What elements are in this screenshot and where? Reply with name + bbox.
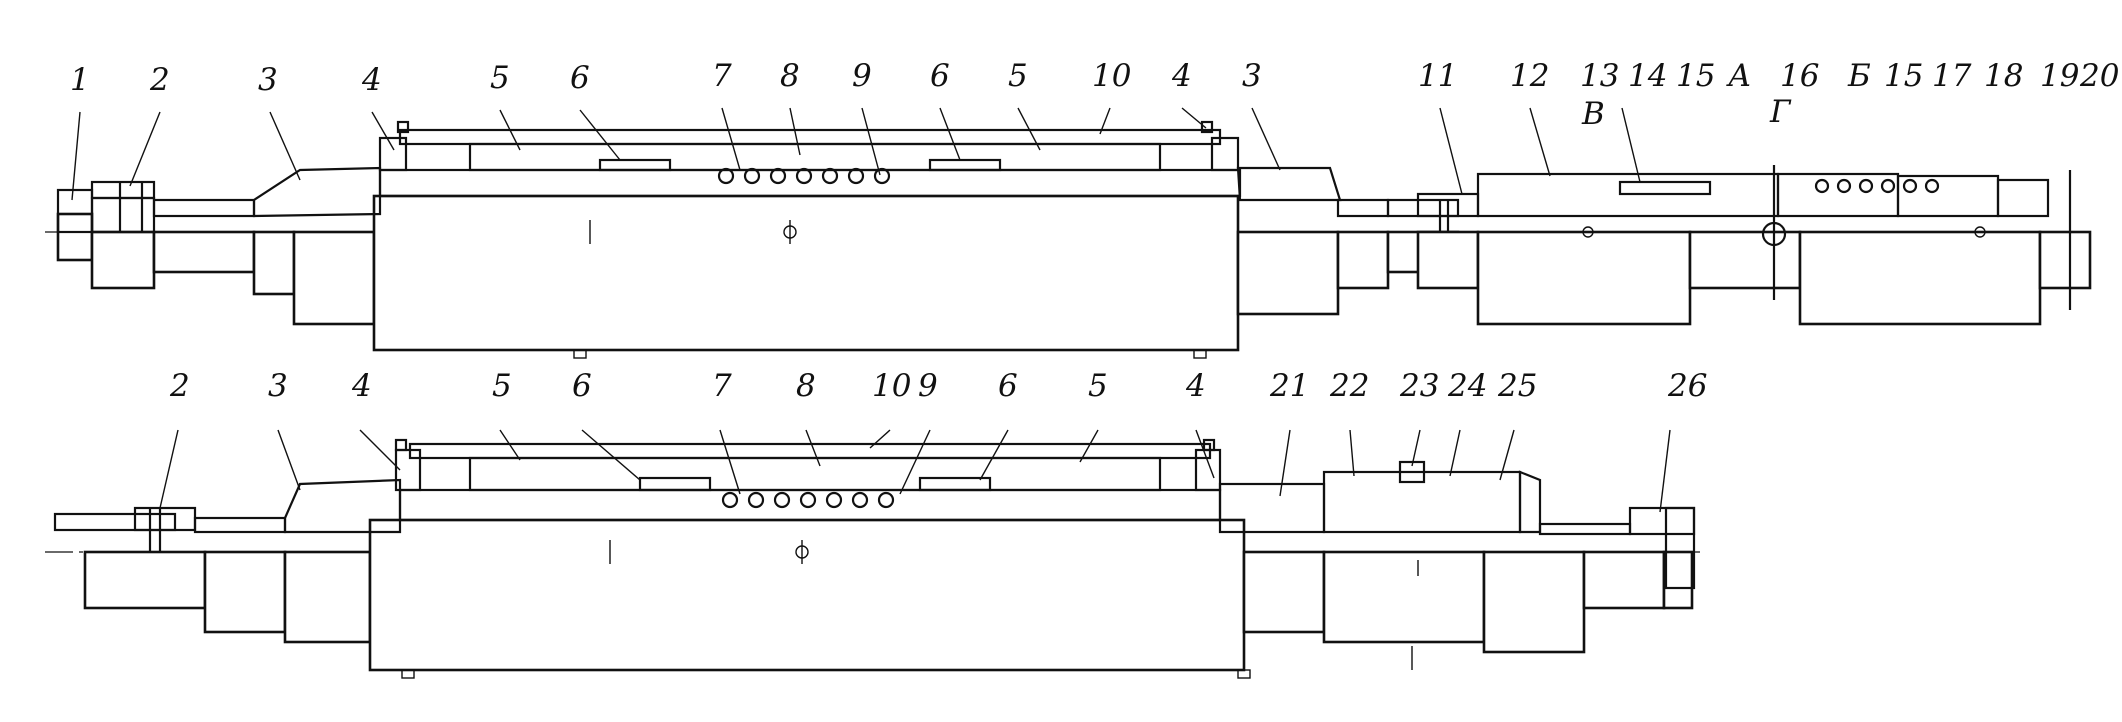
label-B: Б [1847, 58, 1871, 94]
top-leader-lines [71, 107, 1641, 201]
label-7: 7 [712, 368, 732, 404]
label-V: В [1581, 96, 1605, 132]
label-13: 13 [1580, 58, 1619, 94]
label-18: 18 [1984, 58, 2023, 94]
label-15b: 15 [1884, 58, 1923, 94]
label-20: 20 [2079, 58, 2119, 94]
label-4: 4 [361, 62, 382, 98]
label-2: 2 [169, 368, 190, 404]
label-14: 14 [1628, 58, 1667, 94]
label-8: 8 [796, 368, 816, 404]
label-A: А [1726, 58, 1751, 94]
label-17: 17 [1932, 58, 1972, 94]
top-labels: 1 2 3 4 5 6 7 8 9 6 5 10 4 3 11 12 13 14… [70, 58, 2119, 132]
label-11: 11 [1418, 58, 1457, 94]
label-22: 22 [1329, 368, 1369, 404]
label-4b: 4 [1185, 368, 1206, 404]
label-4: 4 [351, 368, 372, 404]
label-5b: 5 [1008, 58, 1028, 94]
label-9: 9 [852, 58, 872, 94]
label-5: 5 [490, 60, 510, 96]
bottom-outline [83, 518, 1694, 679]
bottom-assembly: 2 3 4 5 6 7 8 10 9 6 5 4 21 22 23 24 25 … [45, 368, 1707, 679]
label-1: 1 [70, 62, 90, 98]
label-12: 12 [1510, 58, 1549, 94]
bottom-labels: 2 3 4 5 6 7 8 10 9 6 5 4 21 22 23 24 25 … [169, 368, 1707, 404]
label-3: 3 [258, 62, 278, 98]
label-6b: 6 [930, 58, 950, 94]
top-left-outline [56, 194, 1460, 359]
bottom-section [53, 438, 1696, 590]
top-spring [717, 167, 891, 185]
label-25: 25 [1497, 368, 1537, 404]
label-21: 21 [1269, 368, 1309, 404]
top-assembly: 1 2 3 4 5 6 7 8 9 6 5 10 4 3 11 12 13 14… [45, 58, 2119, 359]
label-26: 26 [1667, 368, 1707, 404]
label-6b: 6 [998, 368, 1018, 404]
label-4b: 4 [1171, 58, 1192, 94]
top-right-section [1416, 165, 2092, 326]
top-right-spring [1814, 178, 1940, 194]
bottom-leader-lines [159, 429, 1671, 513]
label-6: 6 [572, 368, 592, 404]
label-23: 23 [1399, 368, 1439, 404]
label-2: 2 [149, 62, 170, 98]
label-8: 8 [780, 58, 800, 94]
label-6: 6 [570, 60, 590, 96]
label-9: 9 [918, 368, 938, 404]
label-19: 19 [2040, 58, 2079, 94]
label-10: 10 [872, 368, 911, 404]
label-3b: 3 [1242, 58, 1262, 94]
label-5: 5 [492, 368, 512, 404]
label-15: 15 [1676, 58, 1715, 94]
label-24: 24 [1447, 368, 1487, 404]
top-left-section [56, 120, 1460, 234]
label-16: 16 [1780, 58, 1819, 94]
label-G: Г [1769, 94, 1792, 130]
label-5b: 5 [1088, 368, 1108, 404]
label-7: 7 [712, 58, 732, 94]
label-3: 3 [268, 368, 288, 404]
label-10: 10 [1092, 58, 1131, 94]
bottom-spring [721, 491, 895, 509]
